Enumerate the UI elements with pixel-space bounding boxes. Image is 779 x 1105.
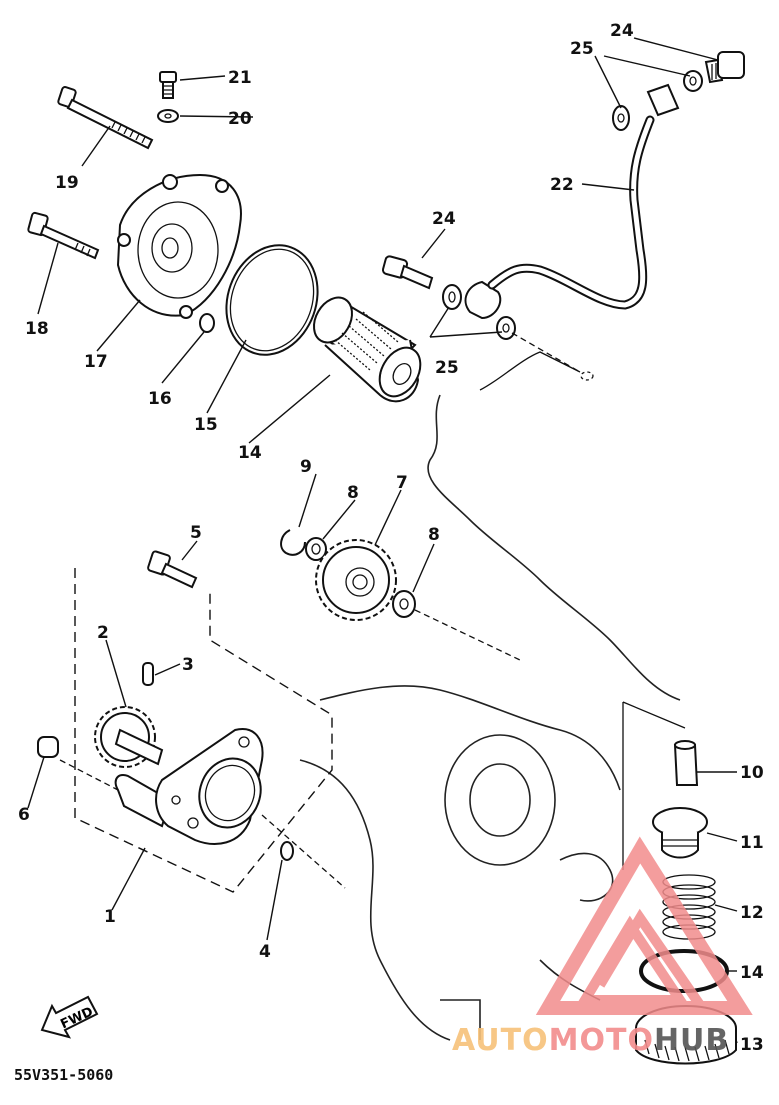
callout-3: 3 [182, 655, 194, 675]
oil-pump-body-1 [114, 728, 264, 845]
pin-3 [142, 662, 154, 686]
washer-8-upper [305, 537, 327, 561]
oil-pipe-23 [464, 83, 680, 320]
plug-11 [652, 807, 708, 859]
callout-18: 17 [84, 352, 108, 372]
washer-21 [157, 109, 179, 123]
callout-13: 13 [740, 1035, 764, 1055]
callout-24-lower: 24 [432, 209, 456, 229]
union-bolt-24-lower [381, 255, 434, 290]
watermark-moto: MOTO [549, 1023, 654, 1058]
callout-17: 16 [148, 389, 172, 409]
callout-14: 14 [740, 963, 764, 983]
callout-8-upper: 8 [347, 483, 359, 503]
callout-labels: 24 25 21 20 19 22 24 18 17 25 16 15 14 9… [18, 21, 764, 1055]
callout-22: 21 [228, 68, 252, 88]
circlip-9 [280, 529, 306, 556]
callout-4: 4 [259, 942, 271, 962]
bolt-19 [27, 211, 100, 260]
callout-21: 20 [228, 109, 252, 129]
callout-2: 2 [97, 623, 109, 643]
watermark-hub: HUB [654, 1023, 729, 1058]
diagram-reference-code: 55V351-5060 [14, 1066, 114, 1084]
dowel-6 [37, 736, 59, 758]
callout-6: 6 [18, 805, 30, 825]
gear-7 [315, 539, 397, 621]
callout-9: 9 [300, 457, 312, 477]
leader-lines [27, 37, 738, 1044]
callout-1: 1 [104, 907, 116, 927]
callout-12: 12 [740, 903, 764, 923]
washer-25-lower-b [496, 316, 516, 340]
washer-25-upper-b [683, 70, 703, 92]
callout-5: 5 [190, 523, 202, 543]
oil-pump-assembly-outline [74, 568, 333, 893]
pin-10 [673, 740, 699, 786]
pump-gear-2 [94, 706, 164, 768]
washer-8-lower [392, 590, 416, 618]
callout-19: 18 [25, 319, 49, 339]
callout-25-upper: 25 [570, 39, 594, 59]
fwd-arrow: FWD [40, 995, 99, 1039]
filter-cover-18 [116, 173, 242, 319]
union-bolt-24-upper [704, 51, 745, 84]
callout-23: 22 [550, 175, 574, 195]
callout-11: 11 [740, 833, 764, 853]
svg-text:AUTOMOTOHUB: AUTOMOTOHUB [452, 1023, 729, 1058]
watermark-logo [535, 836, 753, 1015]
callout-7: 7 [396, 473, 408, 493]
bolt-20 [57, 86, 154, 150]
callout-20: 19 [55, 173, 79, 193]
watermark-text: AUTOMOTOHUB [452, 1023, 729, 1058]
callout-10: 10 [740, 763, 764, 783]
callout-8-lower: 8 [428, 525, 440, 545]
callout-16: 15 [194, 415, 218, 435]
callout-25-lower: 25 [435, 358, 459, 378]
o-ring-16 [225, 244, 319, 356]
crankcase-outline [299, 351, 681, 1041]
callout-15: 14 [238, 443, 262, 463]
filter-screen-13 [635, 1005, 737, 1065]
callout-24-upper: 24 [610, 21, 634, 41]
o-ring-4 [280, 841, 294, 861]
drain-assembly-leader [622, 701, 686, 870]
o-ring-17 [199, 313, 215, 333]
bolt-5 [147, 550, 198, 589]
bolt-22 [159, 71, 177, 99]
washer-25-upper-a [612, 105, 630, 131]
oil-filter-15 [313, 296, 422, 403]
washer-25-lower-a [442, 284, 462, 310]
watermark-auto: AUTO [452, 1023, 549, 1058]
